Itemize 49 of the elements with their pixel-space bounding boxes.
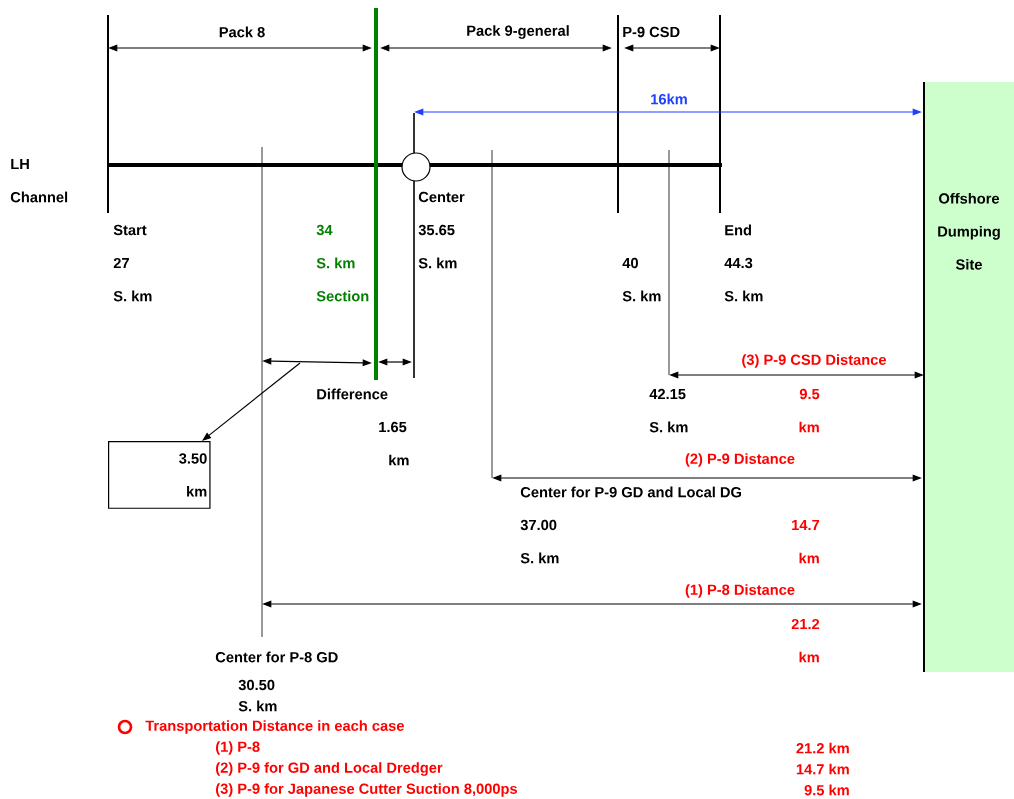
text-label: S. km (622, 290, 661, 302)
text-label: Section (316, 290, 369, 302)
text-label: 27 (113, 257, 129, 269)
text-label: 16km (651, 93, 687, 105)
text-label: 35.65 (418, 224, 455, 236)
text-label: Center for P-9 GD and Local DG (520, 486, 741, 498)
text-label: 34 (316, 224, 333, 236)
dumping-site-box: Offshore Dumping Site (923, 81, 1014, 673)
text-label: S. km (649, 421, 688, 433)
text-label: (3) P-9 CSD Distance (742, 354, 886, 368)
text-label: 42.15 (649, 388, 686, 400)
text-label: Transportation Distance in each case (145, 720, 404, 734)
text-label: 40 (622, 257, 638, 269)
text-label: (2) P-9 for GD and Local Dredger (216, 762, 443, 776)
text-label: 9.5 (799, 388, 820, 400)
text-label: 37.00 (520, 519, 557, 531)
text-label: (3) P-9 for Japanese Cutter Suction 8,000ps (216, 783, 517, 797)
text-label: 30.50 (238, 679, 275, 691)
text-label: 14.7 (792, 519, 820, 531)
text-label: 9.5 km (804, 784, 849, 796)
text-label: 21.2 km (796, 742, 849, 754)
text-label: km (799, 651, 819, 663)
text-label: km (799, 421, 819, 433)
text-label: (1) P-8 (216, 741, 260, 755)
text-label: End (725, 224, 751, 236)
text-label: S. km (238, 700, 277, 712)
text-label: S. km (316, 257, 355, 269)
text-label: LH (11, 158, 29, 170)
text-label: S. km (724, 290, 763, 302)
text-label: 44.3 (724, 257, 753, 269)
text-label: S. km (418, 257, 457, 269)
text-label: Difference (317, 388, 388, 400)
text-label: S. km (113, 290, 152, 302)
text-label: 1.65 (379, 421, 407, 433)
value-box: 3.50 km (108, 441, 211, 509)
text-label: (1) P-8 Distance (685, 584, 795, 598)
text-label: km (389, 454, 409, 466)
text-label: P-9 CSD (623, 26, 680, 38)
text-label: S. km (520, 552, 559, 564)
text-label: (2) P-9 Distance (685, 453, 795, 467)
text-label: Center for P-8 GD (215, 651, 338, 663)
text-label: Center (418, 191, 465, 203)
text-label: 21.2 (791, 618, 820, 630)
text-label: Start (113, 224, 147, 236)
text-label: 14.7 km (796, 763, 849, 775)
text-label: Channel (10, 191, 68, 203)
text-label: km (799, 552, 819, 564)
text-label: Pack 9-general (467, 25, 569, 39)
text-label: Pack 8 (219, 26, 265, 38)
